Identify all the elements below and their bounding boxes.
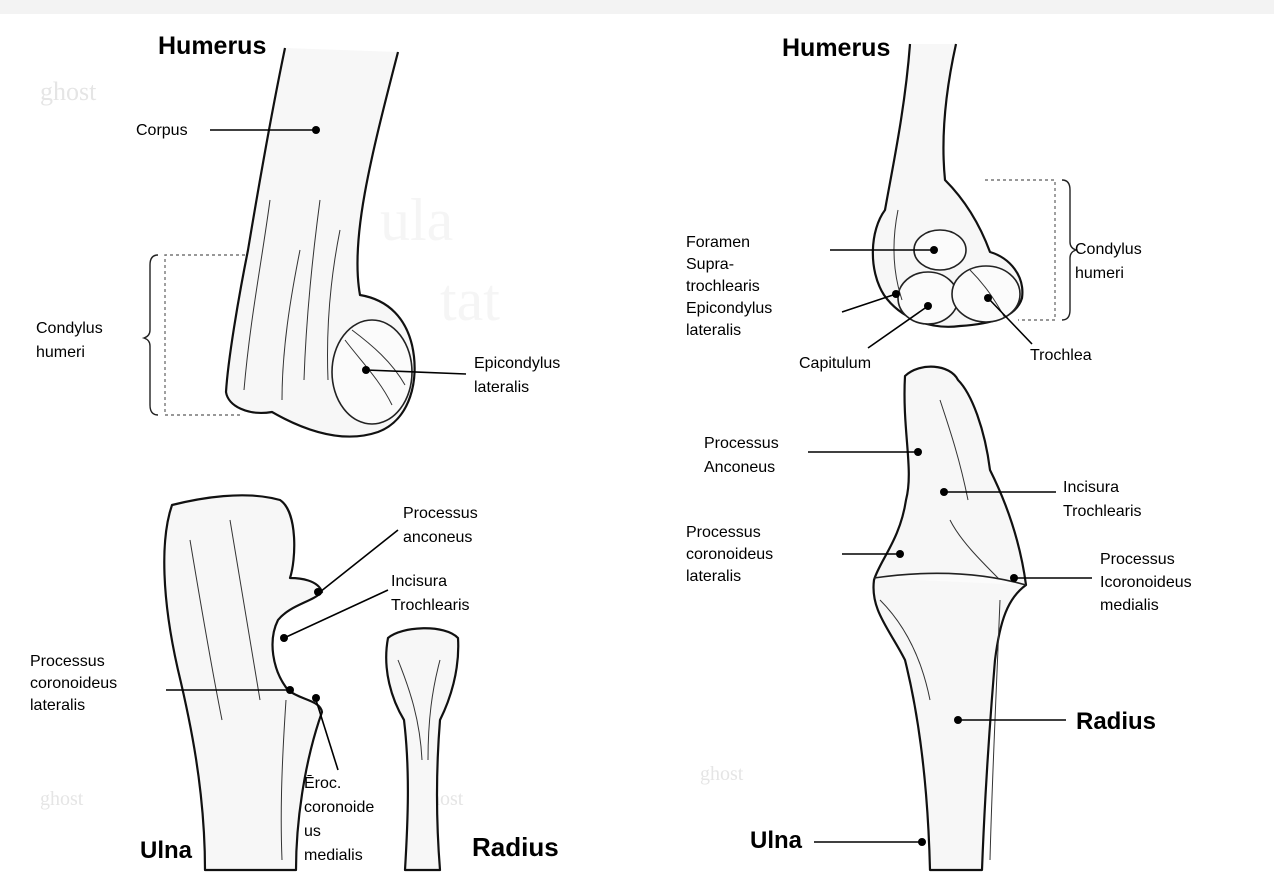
left-radius-title: Radius (472, 832, 559, 862)
svg-text:tat: tat (440, 267, 500, 333)
right-proc-anconeus-label-2: Anconeus (704, 459, 775, 476)
right-proc-coron-med-label-3: medialis (1100, 597, 1159, 614)
right-forearm-drawing (873, 367, 1026, 870)
right-humerus-title: Humerus (782, 34, 890, 62)
svg-text:ula: ula (380, 187, 453, 253)
right-incisura-label-1: Incisura (1063, 479, 1119, 496)
left-proc-coron-lat-label-3: lateralis (30, 697, 85, 714)
right-condylus-label-2: humeri (1075, 265, 1124, 282)
left-humerus-title: Humerus (158, 32, 266, 60)
right-proc-coron-lat-label-1: Processus (686, 524, 761, 541)
right-proc-anconeus-label-group: Processus Anconeus (704, 435, 922, 476)
right-proc-coron-lat-label-3: lateralis (686, 568, 741, 585)
left-proc-coron-med-label-4: medialis (304, 847, 363, 864)
right-condylus-label-group: Condylus humeri (1075, 241, 1142, 282)
right-radius-title: Radius (1076, 708, 1156, 735)
right-proc-coron-med-label-2: Icoronoideus (1100, 574, 1192, 591)
right-foramen-label-3: trochlearis (686, 278, 760, 295)
right-proc-coron-med-label-group: Processus Icoronoideus medialis (1010, 551, 1192, 614)
right-capitulum-label: Capitulum (799, 355, 871, 372)
left-epicondylus-label-1: Epicondylus (474, 355, 560, 372)
right-foramen-label-5: lateralis (686, 322, 741, 339)
left-proc-coron-med-label-2: coronoide (304, 799, 374, 816)
right-proc-coron-lat-label-2: coronoideus (686, 546, 773, 563)
left-corpus-label: Corpus (136, 122, 188, 139)
left-radius-drawing (386, 628, 458, 870)
right-proc-coron-med-label-1: Processus (1100, 551, 1175, 568)
right-proc-coron-lat-label-group: Processus coronoideus lateralis (686, 524, 904, 585)
right-foramen-label-2: Supra- (686, 256, 734, 273)
left-proc-anconeus-label-1: Processus (403, 505, 478, 522)
right-ulna-title: Ulna (750, 827, 803, 854)
left-ulna-title: Ulna (140, 837, 193, 864)
left-proc-coron-med-label-1: Ēroc. (304, 774, 341, 792)
left-condylus-label-group: Condylus humeri (36, 320, 103, 361)
right-foramen-label-1: Foramen (686, 234, 750, 251)
right-proc-anconeus-label-1: Processus (704, 435, 779, 452)
left-proc-coron-lat-label-2: coronoideus (30, 675, 117, 692)
right-condylus-label-1: Condylus (1075, 241, 1142, 258)
right-humerus-drawing (873, 44, 1023, 327)
left-proc-anconeus-label-2: anconeus (403, 529, 472, 546)
left-proc-coron-med-label-3: us (304, 823, 321, 840)
left-condylus-label-1: Condylus (36, 320, 103, 337)
right-incisura-label-2: Trochlearis (1063, 503, 1142, 520)
right-foramen-label-4: Epicondylus (686, 300, 772, 317)
left-incisura-label-1: Incisura (391, 573, 447, 590)
left-incisura-label-2: Trochlearis (391, 597, 470, 614)
svg-text:ghost: ghost (40, 77, 97, 106)
left-ulna-drawing (164, 495, 322, 870)
right-trochlea-label: Trochlea (1030, 347, 1092, 364)
svg-text:ghost: ghost (40, 788, 84, 810)
left-epicondylus-label-2: lateralis (474, 379, 529, 396)
right-ulna-leader (814, 838, 926, 846)
svg-text:ghost: ghost (700, 763, 744, 785)
left-proc-coron-lat-label-1: Processus (30, 653, 105, 670)
left-condylus-label-2: humeri (36, 344, 85, 361)
